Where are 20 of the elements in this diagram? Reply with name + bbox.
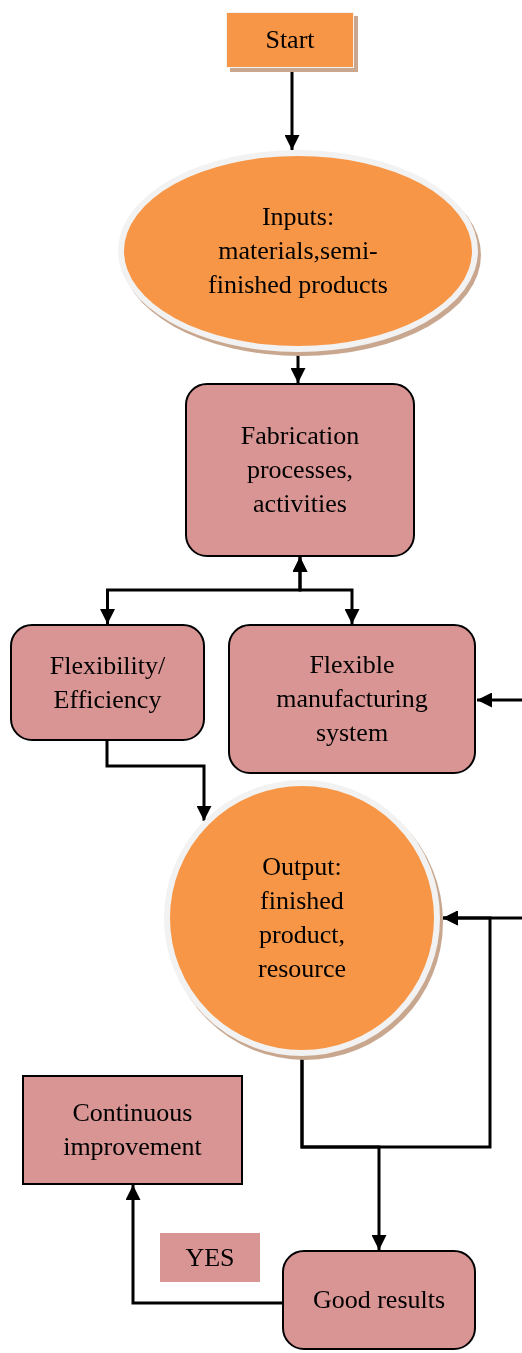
node-label: YES <box>185 1241 235 1274</box>
process-box <box>10 624 205 741</box>
node-label: Continuous improvement <box>62 1097 203 1163</box>
arrow <box>300 1057 387 1250</box>
process-box <box>228 624 476 774</box>
arrow <box>477 692 522 708</box>
node-label: Inputs: materials,semi-finished products <box>207 201 389 301</box>
node-label: Output: finished product, resource <box>256 851 348 985</box>
process-box <box>185 383 415 557</box>
process-box <box>282 1250 476 1350</box>
arrow <box>292 557 360 624</box>
node-label: Start <box>265 24 315 57</box>
node-label: Good results <box>312 1284 446 1317</box>
node-label: Flexibility/ Efficiency <box>48 649 167 716</box>
node-label: Fabrication processes, activities <box>239 420 361 520</box>
arrow <box>105 741 212 821</box>
process-box <box>22 1075 243 1185</box>
arrow <box>125 1185 282 1305</box>
node-label: Flexible manufacturing system <box>275 649 429 749</box>
tag-box <box>160 1233 260 1282</box>
